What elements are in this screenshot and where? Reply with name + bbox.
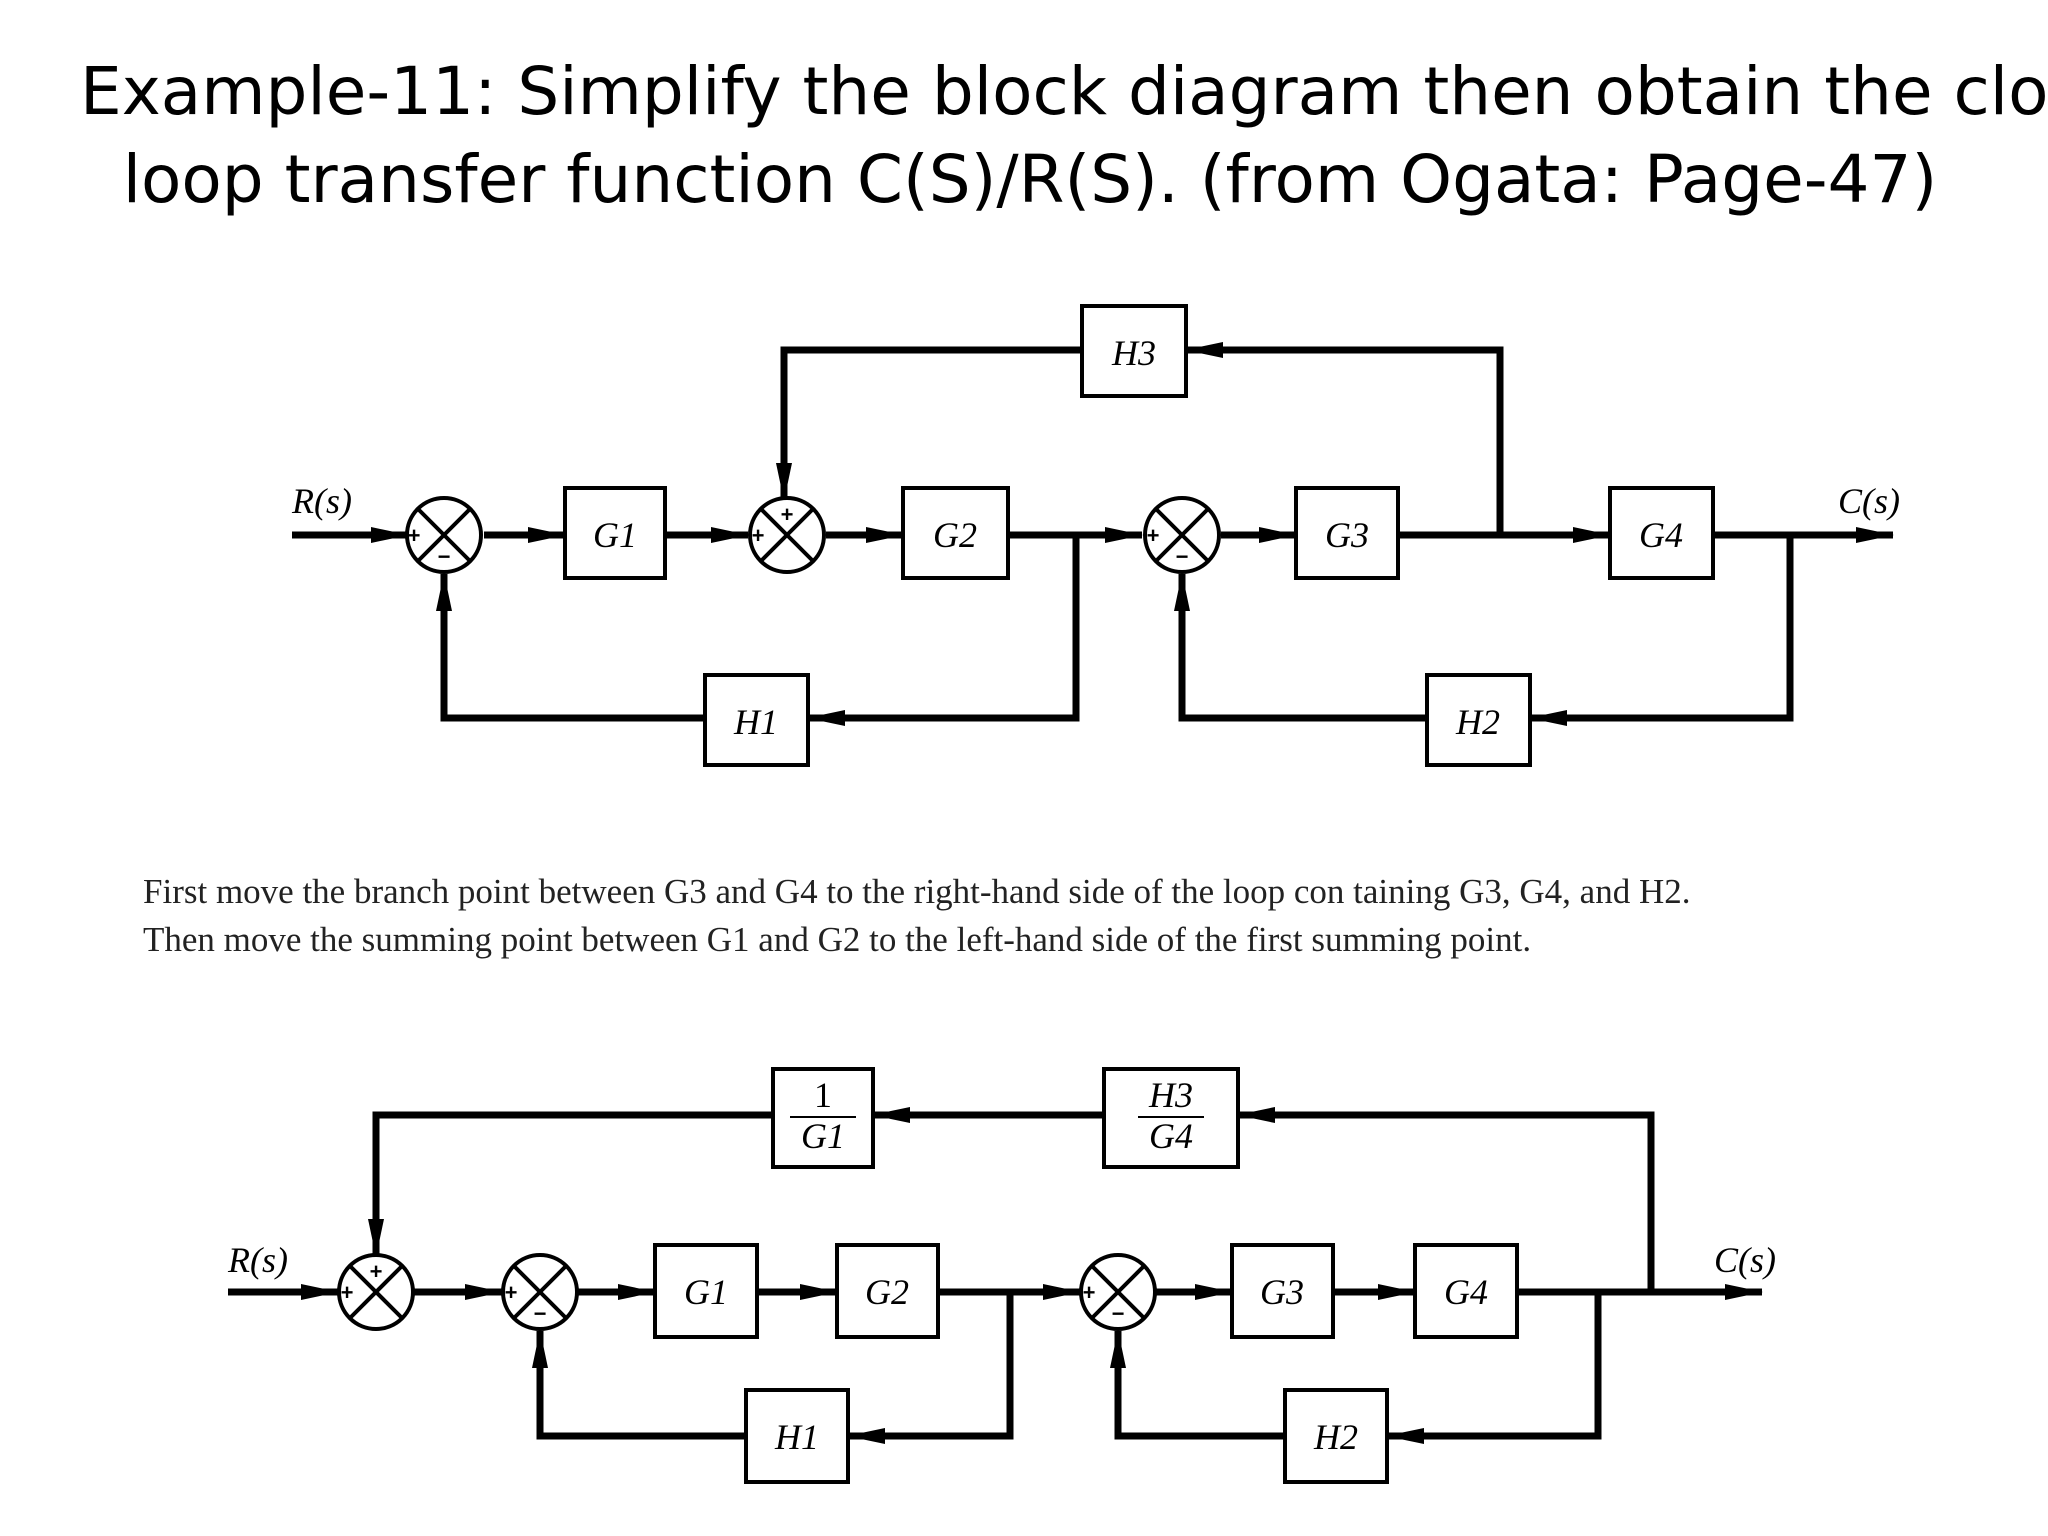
wire-h1-return [436, 573, 705, 722]
sign-b-plus: + [505, 1280, 518, 1305]
block-h1-2 [744, 1388, 850, 1484]
explanation-line-1: First move the branch point between G3 a… [143, 872, 1691, 911]
wire-h1-feed [807, 535, 1080, 726]
sign-s1-plus: + [408, 523, 421, 548]
block-g3-2 [1230, 1243, 1335, 1339]
title-line-1: Example-11: Simplify the block diagram t… [80, 53, 2048, 130]
sign-c-plus: + [1083, 1280, 1096, 1305]
block-g1-2 [653, 1243, 759, 1339]
block-h1 [703, 673, 810, 767]
fraction-2-denominator: G4 [1149, 1116, 1193, 1156]
fraction-2-numerator: H3 [1148, 1075, 1193, 1115]
label-g2-2: G2 [865, 1272, 909, 1312]
fraction-1-denominator: G1 [801, 1116, 845, 1156]
label-g2: G2 [933, 515, 977, 555]
wire-h2-return [1174, 573, 1427, 722]
block-g3 [1294, 486, 1400, 580]
wire-h3g4-feed [1237, 1107, 1655, 1292]
block-g4-2 [1413, 1243, 1519, 1339]
wire-h2-feed [1529, 535, 1794, 726]
sign-a-plus-top: + [370, 1259, 383, 1284]
block-h2-2 [1283, 1388, 1389, 1484]
sign-s2-plus-left: + [752, 523, 765, 548]
title-line-2: loop transfer function C(S)/R(S). (from … [122, 141, 1938, 218]
explanation-text: First move the branch point between G3 a… [143, 868, 1943, 964]
sign-a-plus-left: + [341, 1280, 354, 1305]
block-g2 [901, 486, 1010, 580]
sign-c-minus: − [1112, 1301, 1125, 1326]
wire-1g1-return [368, 1111, 773, 1257]
block-h3-over-g4 [1102, 1067, 1240, 1169]
fraction-1-numerator: 1 [814, 1075, 832, 1115]
sign-s3-plus: + [1147, 523, 1160, 548]
block-g4 [1608, 486, 1715, 580]
label-h1-2: H1 [774, 1417, 819, 1457]
label-g3-2: G3 [1260, 1272, 1304, 1312]
original-diagram-elements: + − + + + − G1 G2 G3 G4 H1 H2 H3 R(s) C(… [291, 304, 1900, 767]
label-g3: G3 [1325, 515, 1369, 555]
summing-junction-1 [405, 496, 483, 574]
summing-junction-a [337, 1253, 415, 1331]
summing-junction-b [501, 1253, 579, 1331]
wire-h1-return-2 [532, 1330, 746, 1440]
input-label-2: R(s) [227, 1240, 288, 1280]
sign-b-minus: − [534, 1301, 547, 1326]
modified-block-diagram [228, 1107, 1763, 1444]
block-h2 [1425, 673, 1532, 767]
summing-junction-2 [748, 496, 826, 574]
label-h2-2: H2 [1313, 1417, 1358, 1457]
label-h3: H3 [1111, 333, 1156, 373]
input-label-1: R(s) [291, 481, 352, 521]
sign-s2-plus-top: + [781, 502, 794, 527]
label-h2: H2 [1455, 702, 1500, 742]
output-label-2: C(s) [1714, 1240, 1776, 1280]
wire-h2-feed-2 [1386, 1292, 1602, 1444]
block-h3 [1080, 304, 1188, 398]
output-label-1: C(s) [1838, 481, 1900, 521]
original-block-diagram [292, 342, 1894, 726]
label-g1-2: G1 [684, 1272, 728, 1312]
page-title: Example-11: Simplify the block diagram t… [80, 48, 2048, 224]
block-g1 [563, 486, 667, 580]
label-g4-2: G4 [1444, 1272, 1488, 1312]
label-g4: G4 [1639, 515, 1683, 555]
label-h1: H1 [733, 702, 778, 742]
summing-junction-3 [1143, 496, 1221, 574]
wire-h3-return [776, 346, 1082, 501]
wire-h2-return-2 [1110, 1330, 1285, 1440]
label-g1: G1 [593, 515, 637, 555]
wire-h1-feed-2 [847, 1292, 1014, 1444]
sign-s1-minus: − [438, 544, 451, 569]
sign-s3-minus: − [1176, 544, 1189, 569]
wire-h3-feed [1185, 342, 1504, 535]
block-g2-2 [835, 1243, 940, 1339]
explanation-line-2: Then move the summing point between G1 a… [143, 920, 1532, 959]
summing-junction-c [1079, 1253, 1157, 1331]
modified-diagram-elements: + + + − + − G1 G2 G3 G4 H1 H2 1 G1 H3 G4… [227, 1067, 1776, 1484]
